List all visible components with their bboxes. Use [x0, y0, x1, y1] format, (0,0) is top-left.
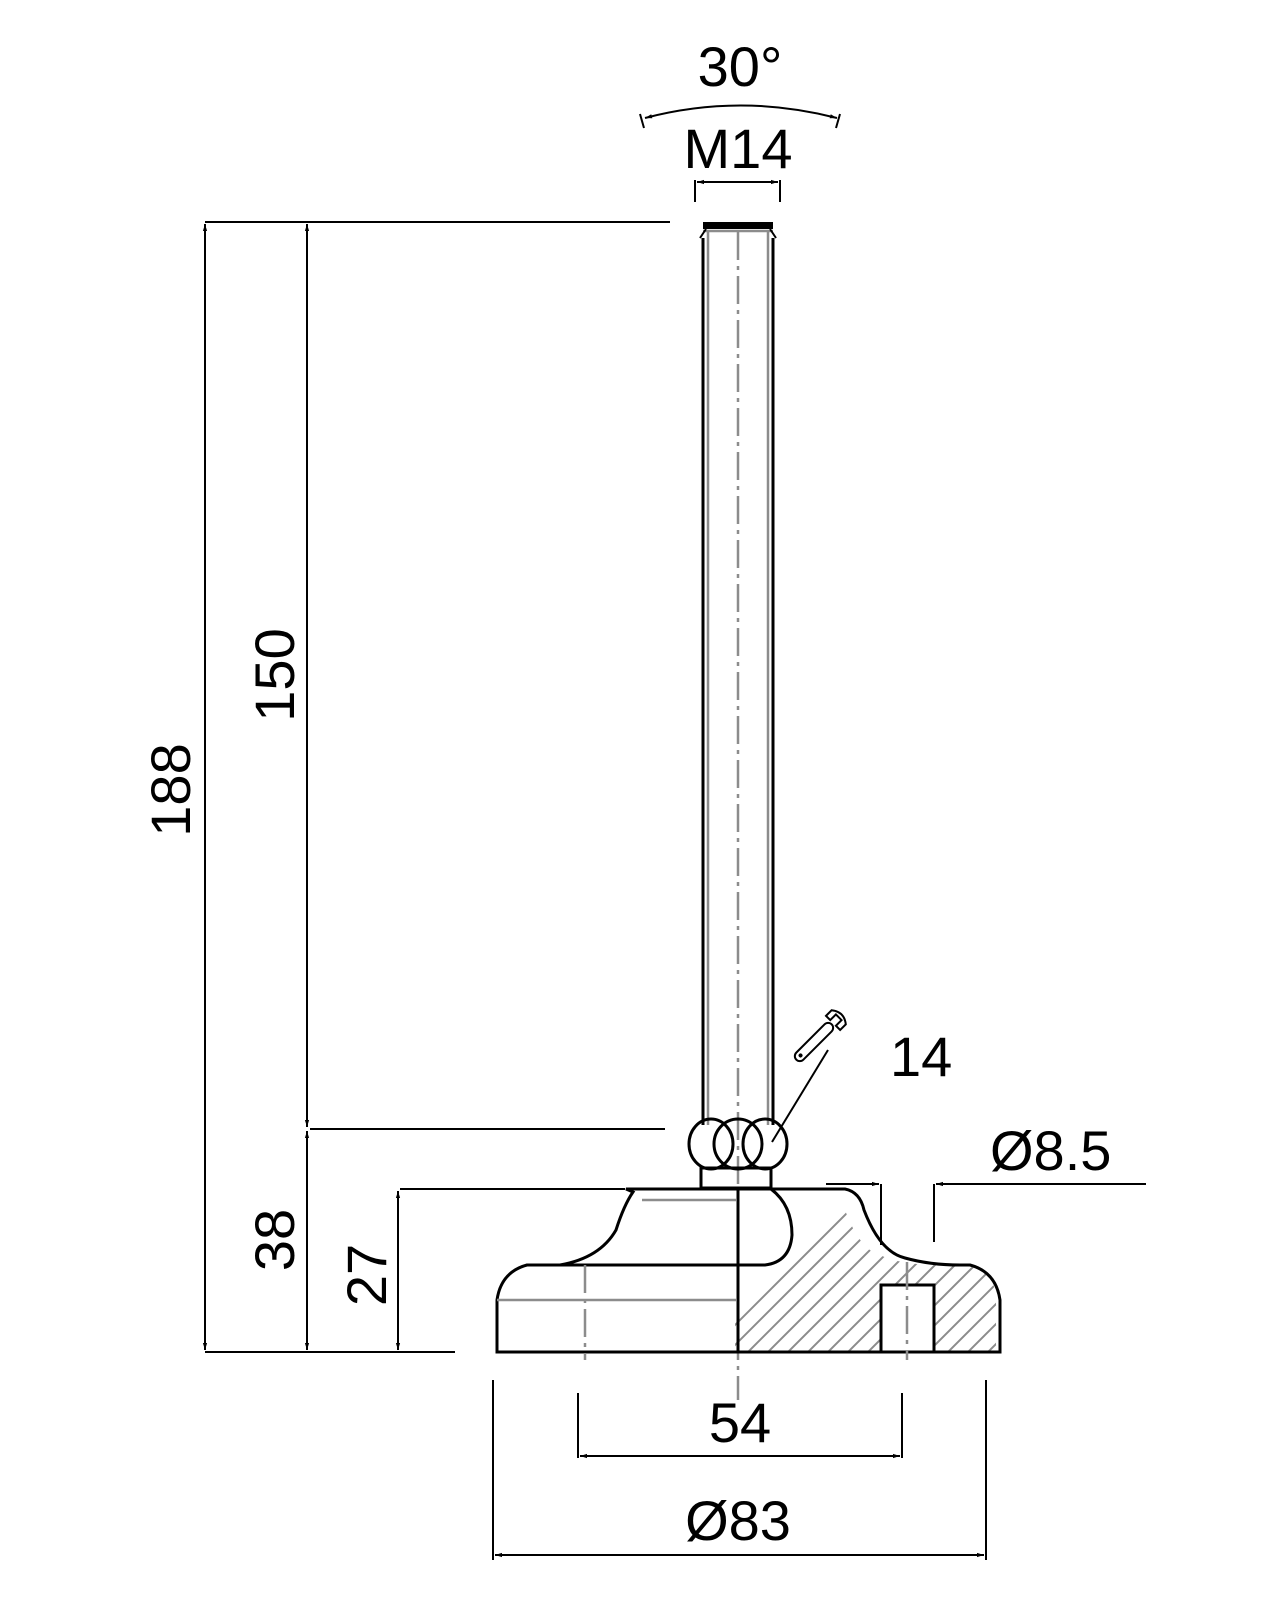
hole-diameter-dimension: Ø8.5 — [826, 1119, 1146, 1245]
hole-diameter-label: Ø8.5 — [990, 1119, 1111, 1182]
base-plate — [495, 1187, 1002, 1360]
stem-length-label: 150 — [243, 628, 306, 721]
thread-dimension: M14 — [684, 117, 793, 202]
width-dimensions: 54 Ø83 — [492, 1380, 987, 1560]
hole-spacing-label: 54 — [709, 1391, 771, 1454]
overall-height-label: 188 — [139, 743, 202, 836]
height-dimensions: 188 150 38 27 — [139, 221, 670, 1353]
wrench-icon — [793, 1009, 847, 1063]
foot-height-label: 27 — [335, 1244, 398, 1306]
base-diameter-label: Ø83 — [685, 1489, 791, 1552]
wrench-size-label: 14 — [890, 1025, 952, 1088]
wrench-callout: 14 — [771, 1009, 952, 1143]
base-height-label: 38 — [243, 1209, 306, 1271]
angle-label: 30° — [698, 35, 783, 98]
thread-label: M14 — [684, 117, 793, 180]
angle-dimension: 30° — [639, 35, 841, 129]
